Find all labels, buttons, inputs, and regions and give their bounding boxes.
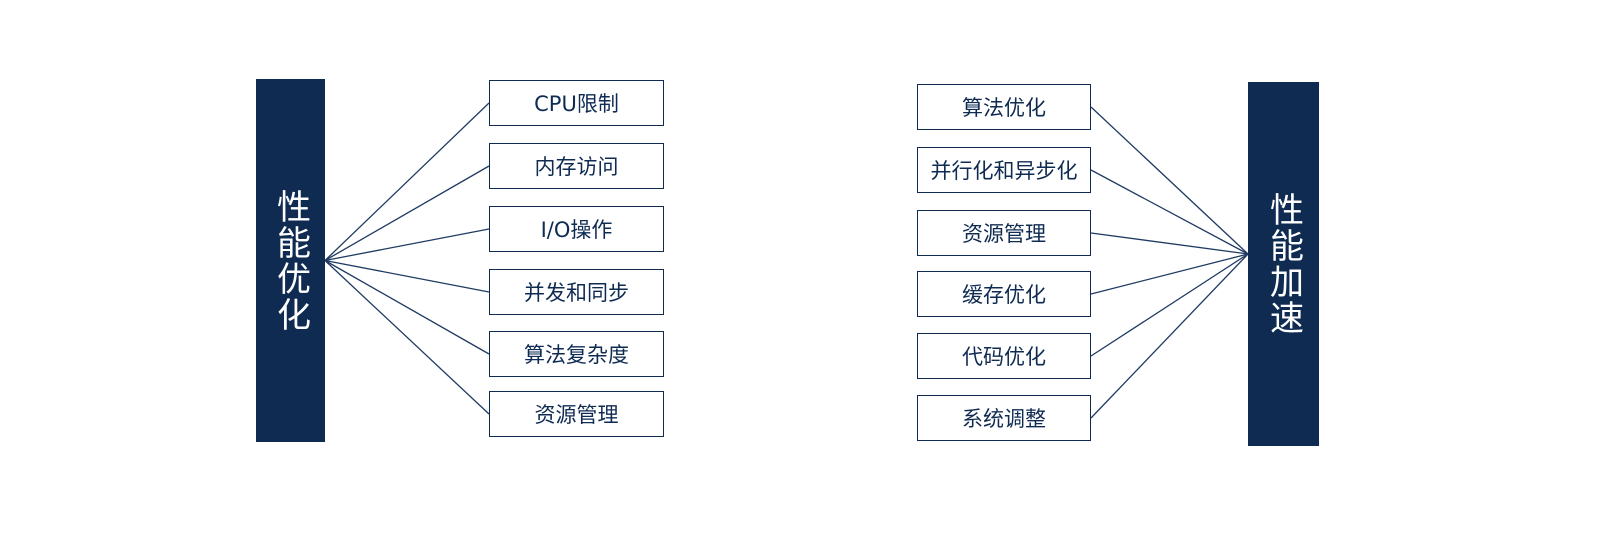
right-item-box: 代码优化	[917, 333, 1091, 379]
right-connector-line	[1090, 232, 1249, 255]
right-connector-line	[1090, 169, 1249, 255]
left-item-box: 算法复杂度	[489, 331, 664, 377]
right-item-label: 系统调整	[962, 407, 1046, 431]
right-item-box: 缓存优化	[917, 271, 1091, 317]
left-connector-line	[324, 228, 490, 262]
right-item-box: 系统调整	[917, 395, 1091, 441]
left-item-box: CPU限制	[489, 80, 664, 126]
left-connector-line	[324, 165, 490, 262]
left-item-box: I/O操作	[489, 206, 664, 252]
left-pillar-title: 性能优化	[270, 188, 311, 333]
right-pillar-title: 性能加速	[1263, 192, 1304, 336]
right-pillar: 性能加速	[1248, 82, 1319, 446]
right-connector-line	[1090, 253, 1249, 295]
right-connector-line	[1090, 253, 1249, 357]
right-item-label: 并行化和异步化	[930, 159, 1078, 183]
left-item-label: 资源管理	[534, 403, 619, 427]
right-item-box: 并行化和异步化	[917, 147, 1091, 193]
left-item-label: 内存访问	[534, 155, 619, 179]
left-pillar: 性能优化	[256, 79, 325, 442]
right-item-box: 算法优化	[917, 84, 1091, 130]
left-item-box: 资源管理	[489, 391, 664, 437]
left-item-box: 内存访问	[489, 143, 664, 189]
left-connector-line	[324, 260, 490, 415]
right-connector-line	[1090, 253, 1249, 419]
left-item-box: 并发和同步	[489, 269, 664, 315]
left-item-label: 并发和同步	[524, 281, 629, 305]
right-item-label: 资源管理	[962, 222, 1046, 246]
left-item-label: CPU限制	[534, 92, 619, 116]
right-item-box: 资源管理	[917, 210, 1091, 256]
right-item-label: 缓存优化	[962, 283, 1046, 307]
right-item-label: 算法优化	[962, 96, 1046, 120]
right-item-label: 代码优化	[962, 345, 1046, 369]
left-item-label: I/O操作	[540, 218, 613, 242]
right-connector-line	[1090, 106, 1249, 255]
left-connector-line	[324, 102, 490, 261]
left-item-label: 算法复杂度	[524, 343, 629, 367]
left-connector-line	[324, 259, 490, 355]
left-connector-line	[324, 259, 490, 293]
